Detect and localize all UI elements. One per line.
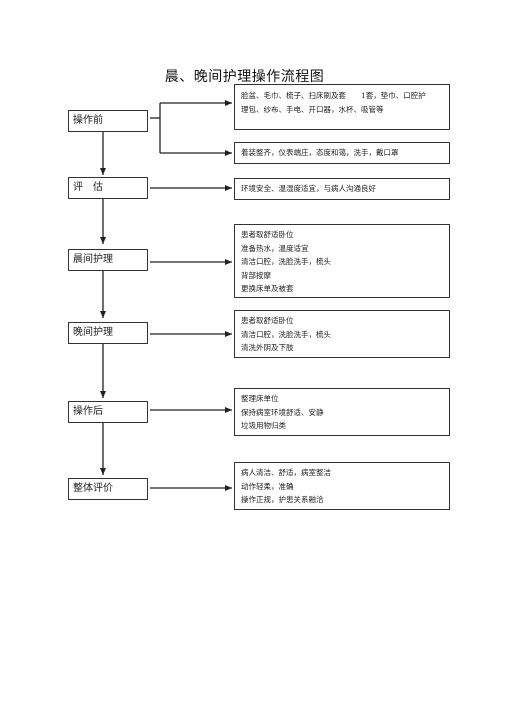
step-evening-care: 晚间护理	[68, 322, 148, 344]
detail-line: 准备热水，温度适宜	[241, 243, 309, 253]
step-after: 操作后	[68, 401, 148, 423]
step-assess-label: 评 估	[73, 182, 103, 193]
detail-line: 脸盆、毛巾、梳子、扫床刷及套 1套，垫巾、口腔护	[241, 91, 426, 100]
step-evening-care-label: 晚间护理	[73, 327, 113, 338]
detail-line: 保持病室环境舒适、安静	[241, 407, 324, 417]
step-prep: 操作前	[68, 110, 148, 132]
title-text: 晨、晚间护理操作流程图	[164, 69, 325, 85]
page-title: 晨、晚间护理操作流程图	[0, 66, 505, 86]
step-after-label: 操作后	[73, 406, 103, 417]
detail-prep-items: 脸盆、毛巾、梳子、扫床刷及套 1套，垫巾、口腔护 理包、纱布、手电、开口器，水杯…	[234, 84, 450, 130]
detail-line: 患者取舒适卧位	[241, 316, 294, 325]
detail-after: 整理床单位 保持病室环境舒适、安静 垃圾用物归类	[234, 388, 450, 436]
detail-line: 动作轻柔，准确	[241, 481, 294, 491]
detail-morning: 患者取舒适卧位 准备热水，温度适宜 清洁口腔，洗脸洗手，梳头 背部按摩 更换床单…	[234, 224, 450, 298]
detail-line: 患者取舒适卧位	[241, 230, 294, 239]
step-morning-care: 晨间护理	[68, 249, 148, 271]
detail-line: 清洁口腔，洗脸洗手，梳头	[241, 257, 331, 266]
detail-line: 着装整齐，仪表端庄，态度和蔼，洗手，戴口罩	[241, 148, 399, 157]
detail-evaluation: 病人清洁、舒适，病室整洁 动作轻柔，准确 操作正规，护患关系融洽	[234, 462, 450, 510]
detail-line: 病人清洁、舒适，病室整洁	[241, 468, 331, 477]
detail-line: 垃圾用物归类	[241, 421, 286, 430]
detail-line: 整理床单位	[241, 394, 279, 403]
detail-line: 清洁口腔，洗脸洗手，梳头	[241, 329, 331, 339]
detail-line: 背部按摩	[241, 270, 271, 280]
step-evaluation-label: 整体评价	[73, 483, 113, 494]
detail-evening: 患者取舒适卧位 清洁口腔，洗脸洗手，梳头 清洗外阴及下肢	[234, 310, 450, 358]
step-assess: 评 估	[68, 177, 148, 199]
detail-line: 更换床单及被套	[241, 284, 294, 293]
detail-prep-self: 着装整齐，仪表端庄，态度和蔼，洗手，戴口罩	[234, 142, 450, 164]
step-prep-label: 操作前	[73, 115, 103, 126]
detail-line: 环境安全、温湿度适宜，与病人沟通良好	[241, 184, 376, 193]
detail-assess: 环境安全、温湿度适宜，与病人沟通良好	[234, 178, 450, 200]
step-morning-care-label: 晨间护理	[73, 254, 113, 265]
detail-line: 操作正规，护患关系融洽	[241, 495, 324, 504]
step-evaluation: 整体评价	[68, 478, 148, 500]
detail-line: 清洗外阴及下肢	[241, 343, 294, 352]
detail-line: 理包、纱布、手电、开口器，水杯、吸管等	[241, 104, 384, 114]
